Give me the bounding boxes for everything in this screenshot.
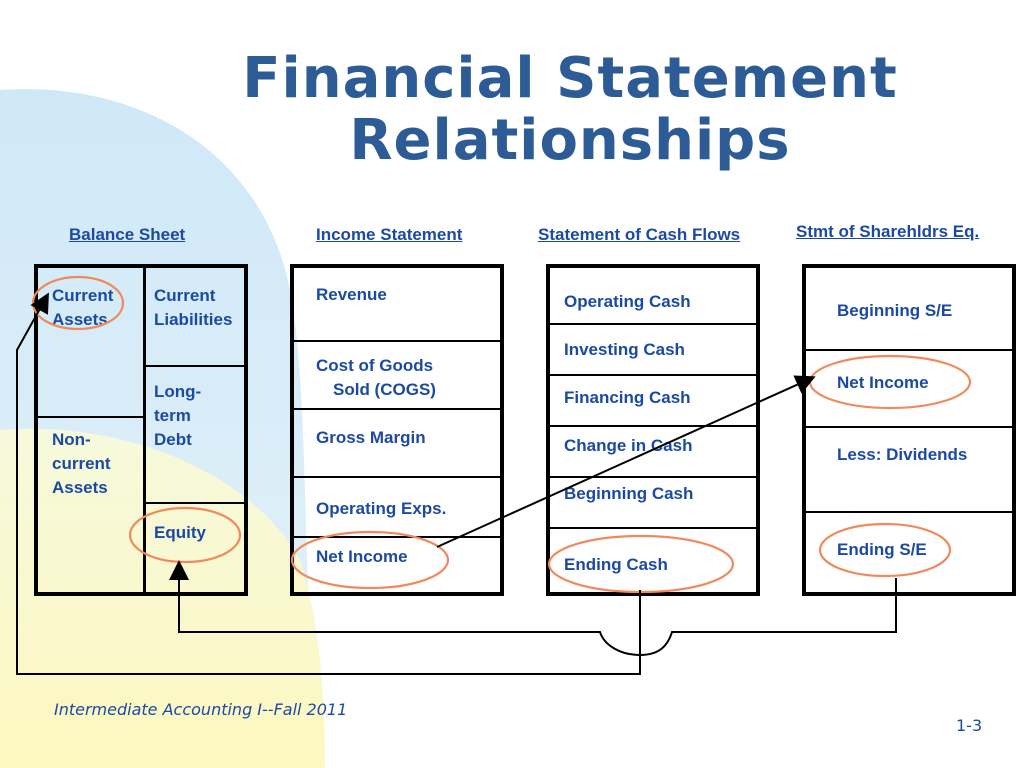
ending-se-label: Ending S/E bbox=[837, 540, 927, 559]
cf-divider-3 bbox=[548, 425, 758, 427]
revenue-label: Revenue bbox=[316, 285, 387, 304]
se-net-income-label: Net Income bbox=[837, 373, 929, 392]
gross-margin-label: Gross Margin bbox=[316, 428, 426, 447]
footer-course: Intermediate Accounting I--Fall 2011 bbox=[54, 700, 348, 719]
balance-sheet-divider bbox=[143, 266, 146, 594]
beginning-cash-label: Beginning Cash bbox=[564, 484, 694, 503]
beginning-se-label: Beginning S/E bbox=[837, 301, 953, 320]
change-in-cash-label: Change in Cash bbox=[564, 436, 693, 455]
assets-divider bbox=[36, 416, 144, 418]
page-title: Financial Statement Relationships bbox=[220, 48, 920, 172]
is-divider-2 bbox=[292, 408, 502, 410]
is-divider-1 bbox=[292, 340, 502, 342]
se-divider-1 bbox=[804, 349, 1014, 351]
title-line-1: Financial Statement bbox=[242, 46, 898, 111]
operating-exps-label: Operating Exps. bbox=[316, 499, 447, 518]
balance-sheet-heading: Balance Sheet bbox=[69, 225, 186, 244]
se-divider-2 bbox=[804, 426, 1014, 428]
cf-divider-5 bbox=[548, 527, 758, 529]
equity-label: Equity bbox=[154, 523, 206, 542]
cf-divider-4 bbox=[548, 476, 758, 478]
cf-divider-1 bbox=[548, 323, 758, 325]
investing-cash-label: Investing Cash bbox=[564, 340, 685, 359]
cf-divider-2 bbox=[548, 374, 758, 376]
shareholders-equity-heading: Stmt of Sharehldrs Eq. bbox=[796, 222, 980, 241]
income-statement-heading: Income Statement bbox=[316, 225, 463, 244]
title-line-2: Relationships bbox=[349, 108, 791, 173]
cash-flows-heading: Statement of Cash Flows bbox=[538, 225, 741, 244]
ending-cash-label: Ending Cash bbox=[564, 555, 668, 574]
is-divider-4 bbox=[292, 536, 502, 538]
se-divider-3 bbox=[804, 511, 1014, 513]
net-income-label: Net Income bbox=[316, 547, 408, 566]
liabilities-divider-1 bbox=[145, 365, 245, 367]
financing-cash-label: Financing Cash bbox=[564, 388, 691, 407]
is-divider-3 bbox=[292, 476, 502, 478]
operating-cash-label: Operating Cash bbox=[564, 292, 691, 311]
dividends-label: Less: Dividends bbox=[837, 445, 968, 464]
liabilities-divider-2 bbox=[145, 502, 245, 504]
page-number: 1-3 bbox=[956, 716, 983, 735]
